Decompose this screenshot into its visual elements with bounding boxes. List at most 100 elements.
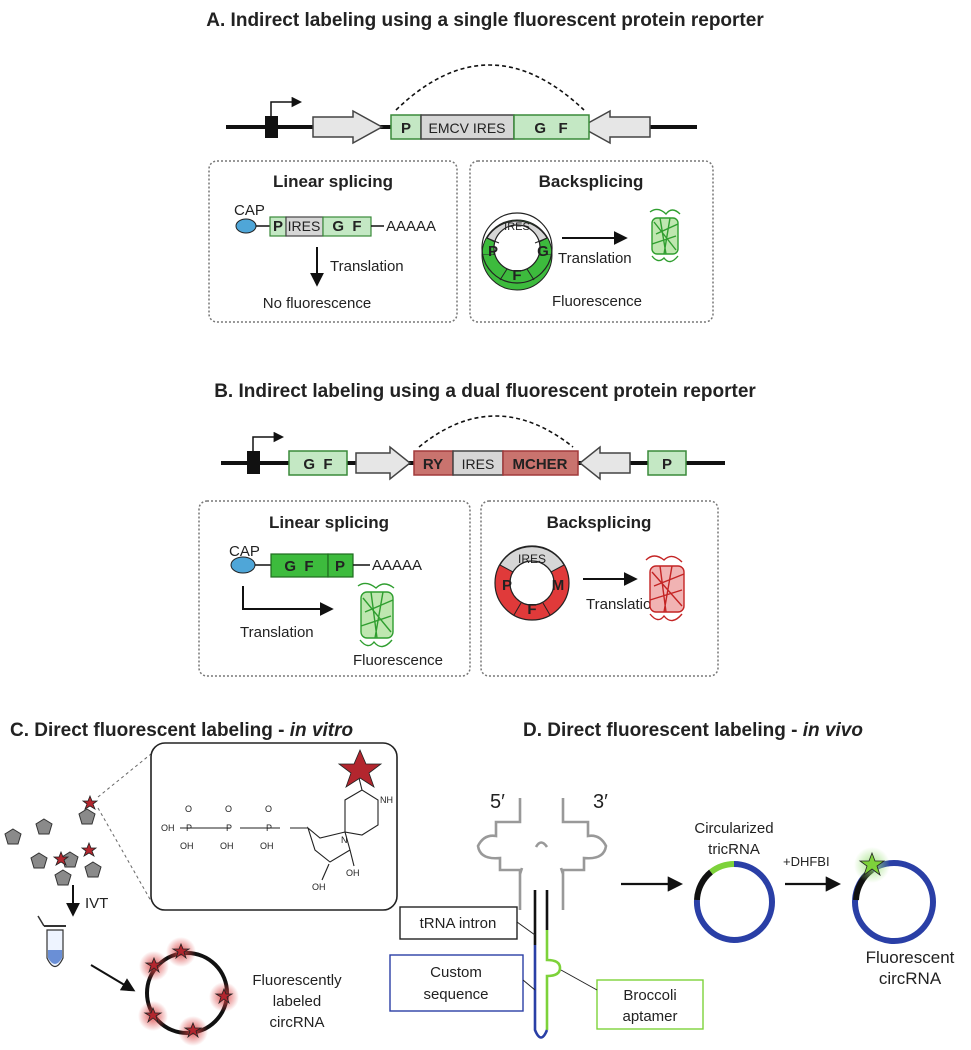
linear-p-label: P <box>273 218 283 235</box>
promoter-block <box>265 116 278 138</box>
circ-f-label: F <box>512 267 521 284</box>
panel-b-linear-box: Linear splicing CAP G F P AAAAA Translat… <box>198 500 471 677</box>
linear-splicing-title: Linear splicing <box>273 172 393 191</box>
linear-splicing-title: Linear splicing <box>269 513 389 532</box>
backsplicing-title: Backsplicing <box>539 172 644 191</box>
fluorescence-label: Fluorescence <box>552 293 642 310</box>
segment-emcv-ires <box>420 114 515 140</box>
mcherry-protein-icon <box>645 555 685 622</box>
labeled-nucleotides <box>52 794 99 866</box>
segment-ires-label: IRES <box>462 456 495 472</box>
labeled-circrna <box>138 937 239 1046</box>
panel-b-title: B. Indirect labeling using a dual fluore… <box>214 381 756 402</box>
circularized-tricrna <box>693 861 775 944</box>
circ-p-label: P <box>488 243 498 260</box>
panel-b-construct: G F RY IRES MCHER P <box>221 415 725 481</box>
circ-rna-a: IRES P G F <box>481 212 553 291</box>
panel-a-linear-box: Linear splicing CAP P IRES G F AAAAA Tra… <box>208 160 458 323</box>
chem-p3-label: P <box>266 823 272 833</box>
chem-p1-label: P <box>186 823 192 833</box>
chem-o2-label: O <box>225 804 232 814</box>
cap-icon <box>235 218 257 234</box>
circ-m-label: M <box>552 577 565 594</box>
polya-label: AAAAA <box>386 218 436 235</box>
custom-line-2: sequence <box>423 986 488 1003</box>
chem-oh4-label: OH <box>260 841 274 851</box>
broccoli-line-2: aptamer <box>622 1008 677 1025</box>
circ-g-label: G <box>537 243 549 260</box>
gfp-protein-icon <box>649 208 681 263</box>
ivt-label: IVT <box>85 895 108 912</box>
translation-label: Translation <box>558 250 632 267</box>
trna-intron-callout: tRNA intron <box>399 906 536 940</box>
dye-label: +DHFBI <box>783 854 830 869</box>
panel-d: D. Direct fluorescent labeling - in vivo… <box>389 720 955 1039</box>
chem-nh-label: NH <box>380 795 393 805</box>
panel-a-construct: P EMCV IRES G F <box>226 64 697 145</box>
segment-ry <box>413 450 454 476</box>
backsplice-arc <box>418 415 574 448</box>
translation-label: Translation <box>240 624 314 641</box>
nucleotide-pool <box>4 808 102 886</box>
result-line-1: Fluorescently <box>252 972 342 989</box>
segment-gf <box>513 114 590 140</box>
custom-sequence-callout: Custom sequence <box>389 954 536 1012</box>
linear-gf-label: G F <box>284 558 313 575</box>
trna-intron-label: tRNA intron <box>420 915 497 932</box>
circ-ires-label: IRES <box>518 552 546 566</box>
broccoli-line-1: Broccoli <box>623 987 676 1004</box>
segment-gf-label: G F <box>534 120 567 137</box>
linear-ires-label: IRES <box>288 218 321 234</box>
panel-a-back-box: Backsplicing IRES P G F Translation <box>469 160 714 323</box>
promoter-block <box>247 451 260 474</box>
fluorescence-label: Fluorescence <box>353 652 443 669</box>
circ-p-label: P <box>502 577 512 594</box>
no-fluorescence-label: No fluorescence <box>263 295 371 312</box>
panel-c-title: C. Direct fluorescent labeling - in vitr… <box>10 720 353 741</box>
cap-label: CAP <box>234 202 265 219</box>
panel-a: A. Indirect labeling using a single fluo… <box>206 10 764 323</box>
segment-p-label: P <box>401 120 411 137</box>
custom-line-1: Custom <box>430 964 482 981</box>
segment-ires-label: EMCV IRES <box>428 120 505 136</box>
panel-a-title: A. Indirect labeling using a single fluo… <box>206 10 764 31</box>
broccoli-callout: Broccoli aptamer <box>560 969 704 1030</box>
circ-f-label: F <box>527 601 536 618</box>
translation-arrow-icon <box>242 586 334 616</box>
fluorescent-circrna <box>852 847 936 944</box>
fluorescent-line-2: circRNA <box>879 969 942 988</box>
panel-b-back-box: Backsplicing IRES P M F Translation <box>480 500 719 677</box>
promoter-arrow-icon <box>270 96 303 116</box>
splice-arrow-left <box>578 445 631 481</box>
splice-arrow-right <box>312 109 384 145</box>
circ-ires-label: IRES <box>504 221 530 233</box>
fluorophore-star-icon <box>337 748 383 788</box>
segment-gf <box>288 450 348 476</box>
linear-gf-label: G F <box>332 218 361 235</box>
panel-d-title: D. Direct fluorescent labeling - in vivo <box>523 720 863 741</box>
result-line-3: circRNA <box>270 1014 325 1031</box>
promoter-arrow-icon <box>252 431 285 451</box>
panel-c: C. Direct fluorescent labeling - in vitr… <box>4 720 398 1046</box>
broccoli-star-icon <box>858 851 886 877</box>
chem-oh-label: OH <box>161 823 175 833</box>
chem-oh5-label: OH <box>312 882 326 892</box>
three-prime-label: 3′ <box>593 791 608 813</box>
chem-o3-label: O <box>265 804 272 814</box>
segment-gf-label: G F <box>303 456 332 473</box>
segment-mcher <box>502 450 579 476</box>
fluorescent-line-1: Fluorescent <box>866 948 955 967</box>
circularized-line-2: tricRNA <box>708 841 760 858</box>
translation-label: Translation <box>586 596 660 613</box>
tube-icon <box>37 915 66 968</box>
splice-arrow-left <box>579 109 651 145</box>
cap-label: CAP <box>229 543 260 560</box>
linear-p-label: P <box>335 558 345 575</box>
chem-oh3-label: OH <box>220 841 234 851</box>
polya-label: AAAAA <box>372 557 422 574</box>
fluorescently-labeled-label: Fluorescently labeled circRNA <box>252 972 342 1031</box>
segment-ry-label: RY <box>423 456 443 473</box>
result-arrow-icon <box>90 964 136 992</box>
result-line-2: labeled <box>273 993 321 1010</box>
